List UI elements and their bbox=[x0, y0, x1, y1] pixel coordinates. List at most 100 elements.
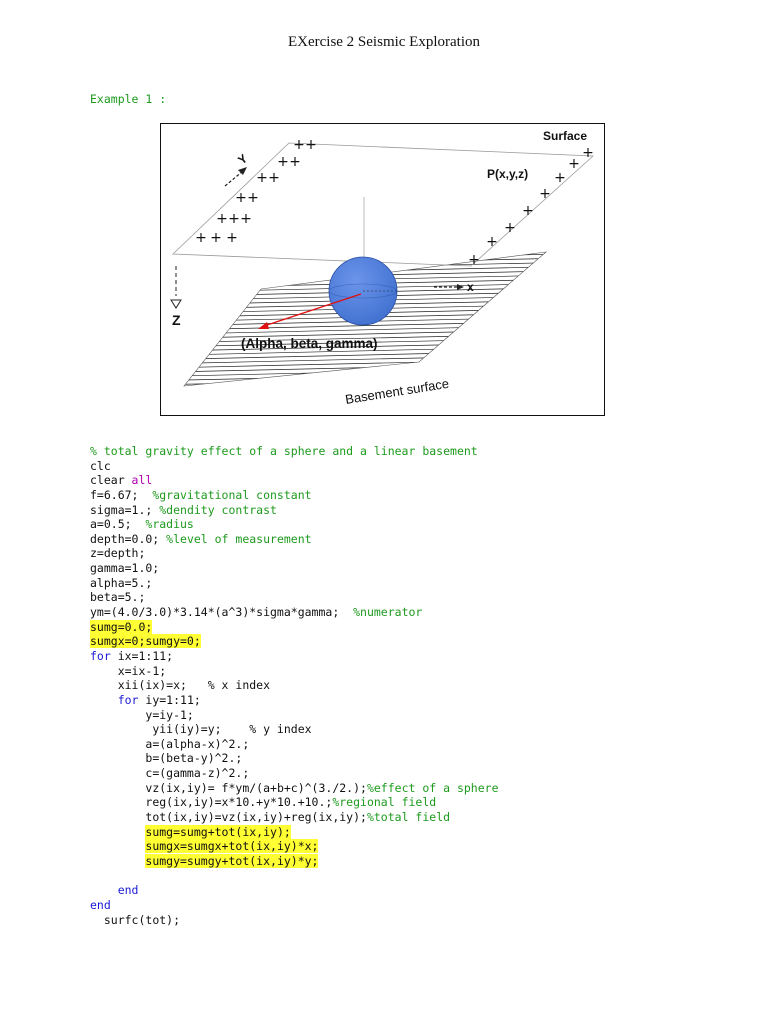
code-text: surfc(tot); bbox=[103, 912, 181, 927]
code-text: y=iy-1; bbox=[145, 707, 194, 722]
code-body: sigma=1.; %dendity contrast bbox=[90, 503, 277, 517]
code-line bbox=[90, 869, 499, 884]
code-keyword: end bbox=[90, 897, 111, 912]
code-body: y=iy-1; bbox=[145, 708, 193, 722]
code-indent bbox=[90, 678, 118, 692]
hatch-line bbox=[184, 324, 546, 335]
code-line: xii(ix)=x; % x index bbox=[90, 678, 499, 693]
code-keyword: for bbox=[90, 648, 111, 663]
code-comment: %gravitational constant bbox=[152, 487, 312, 502]
code-line: sumgx=sumgx+tot(ix,iy)*x; bbox=[90, 839, 499, 854]
code-line: end bbox=[90, 898, 499, 913]
hatch-line bbox=[184, 345, 546, 356]
code-text: vz(ix,iy)= f*ym/(a+b+c)^(3./2.); bbox=[145, 780, 367, 795]
plus-marker: + bbox=[240, 211, 252, 227]
plus-marker: + bbox=[486, 234, 498, 250]
code-indent bbox=[90, 839, 145, 853]
document-title: EXercise 2 Seismic Exploration bbox=[287, 34, 481, 50]
code-body: sumgy=sumgy+tot(ix,iy)*y; bbox=[145, 853, 319, 868]
point-label: P(x,y,z) bbox=[487, 167, 528, 181]
figure-sphere-basement: ++++++++++++++++++++++ Surface P(x,y,z) … bbox=[160, 123, 605, 416]
code-body: clc bbox=[90, 459, 111, 473]
code-text: sigma=1.; bbox=[90, 502, 160, 517]
code-comment: % total gravity effect of a sphere and a… bbox=[90, 444, 478, 458]
code-indent bbox=[90, 913, 104, 927]
code-line: y=iy-1; bbox=[90, 708, 499, 723]
code-body: alpha=5.; bbox=[90, 576, 152, 590]
code-text: ym=(4.0/3.0)*3.14*(a^3)*sigma*gamma; bbox=[90, 605, 354, 620]
plus-marker: + bbox=[568, 156, 580, 172]
plus-marker: + bbox=[468, 252, 480, 268]
code-body: for iy=1:11; bbox=[118, 693, 201, 707]
plus-marker: + bbox=[522, 203, 534, 219]
code-body: a=0.5; %radius bbox=[90, 517, 194, 531]
plus-marker: + bbox=[582, 145, 594, 161]
code-body: f=6.67; %gravitational constant bbox=[90, 488, 312, 502]
code-body: vz(ix,iy)= f*ym/(a+b+c)^(3./2.);%effect … bbox=[145, 781, 498, 795]
code-text: sumgy=sumgy+tot(ix,iy)*y; bbox=[145, 853, 319, 868]
code-indent bbox=[90, 854, 145, 868]
code-line: a=(alpha-x)^2.; bbox=[90, 737, 499, 752]
code-text: yii(iy)=y; % y index bbox=[152, 722, 312, 737]
hatch-line bbox=[184, 357, 546, 369]
code-body: c=(gamma-z)^2.; bbox=[145, 766, 249, 780]
plus-marker: + bbox=[293, 137, 305, 153]
code-body: yii(iy)=y; % y index bbox=[152, 722, 311, 736]
plus-marker: + bbox=[228, 211, 240, 227]
plus-marker: + bbox=[235, 190, 247, 206]
code-text: tot(ix,iy)=vz(ix,iy)+reg(ix,iy); bbox=[145, 810, 367, 825]
code-text: depth=0.0; bbox=[90, 531, 167, 546]
code-text: ix=1:11; bbox=[110, 648, 174, 663]
z-axis bbox=[170, 266, 182, 309]
example-label: Example 1 : bbox=[90, 92, 167, 106]
code-body: % total gravity effect of a sphere and a… bbox=[90, 444, 478, 458]
code-body: for ix=1:11; bbox=[90, 649, 173, 663]
surface-label: Surface bbox=[543, 129, 587, 143]
code-body: end bbox=[90, 898, 111, 912]
code-text: alpha=5.; bbox=[90, 575, 153, 590]
code-indent bbox=[90, 751, 145, 765]
code-line: for iy=1:11; bbox=[90, 693, 499, 708]
code-comment: %level of measurement bbox=[166, 531, 312, 546]
hatch-line bbox=[184, 328, 546, 339]
code-body: a=(alpha-x)^2.; bbox=[145, 737, 249, 751]
basement-surface-label: Basement surface bbox=[344, 376, 450, 407]
code-indent bbox=[90, 795, 145, 809]
code-line: f=6.67; %gravitational constant bbox=[90, 488, 499, 503]
hatch-line bbox=[184, 370, 546, 381]
code-body: sumgx=0;sumgy=0; bbox=[90, 634, 201, 649]
code-indent bbox=[90, 708, 145, 722]
sphere bbox=[328, 256, 398, 326]
code-text: c=(gamma-z)^2.; bbox=[145, 766, 250, 781]
hatch-line bbox=[184, 361, 546, 373]
y-axis-arrow bbox=[224, 167, 247, 187]
code-indent bbox=[90, 664, 118, 678]
hatch-line bbox=[184, 340, 546, 352]
plus-marker: + bbox=[210, 230, 222, 246]
code-text: sumg=sumg+tot(ix,iy); bbox=[145, 824, 291, 839]
code-body: x=ix-1; bbox=[118, 664, 166, 678]
plus-marker: + bbox=[256, 170, 268, 186]
plus-marker: + bbox=[226, 230, 238, 246]
code-indent bbox=[90, 825, 145, 839]
plus-marker: + bbox=[216, 211, 228, 227]
plus-marker: + bbox=[277, 154, 289, 170]
code-text: a=0.5; bbox=[90, 517, 146, 532]
code-text: iy=1:11; bbox=[138, 692, 201, 707]
code-text: xii(ix)=x; % x index bbox=[117, 678, 271, 693]
angles-label: (Alpha, beta, gamma) bbox=[241, 336, 378, 351]
code-indent bbox=[90, 693, 118, 707]
code-indent bbox=[90, 781, 145, 795]
code-line: yii(iy)=y; % y index bbox=[90, 722, 499, 737]
code-line: sumgx=0;sumgy=0; bbox=[90, 634, 499, 649]
code-text: beta=5.; bbox=[90, 590, 146, 605]
code-body: depth=0.0; %level of measurement bbox=[90, 532, 312, 546]
plus-marker: + bbox=[247, 190, 259, 206]
x-axis-label: x bbox=[467, 280, 474, 294]
angle-arrow bbox=[258, 293, 362, 329]
y-axis-label: Y bbox=[235, 151, 250, 167]
code-line: z=depth; bbox=[90, 546, 499, 561]
code-line: clear all bbox=[90, 473, 499, 488]
code-line: surfc(tot); bbox=[90, 913, 499, 928]
code-body: reg(ix,iy)=x*10.+y*10.+10.;%regional fie… bbox=[145, 795, 436, 809]
